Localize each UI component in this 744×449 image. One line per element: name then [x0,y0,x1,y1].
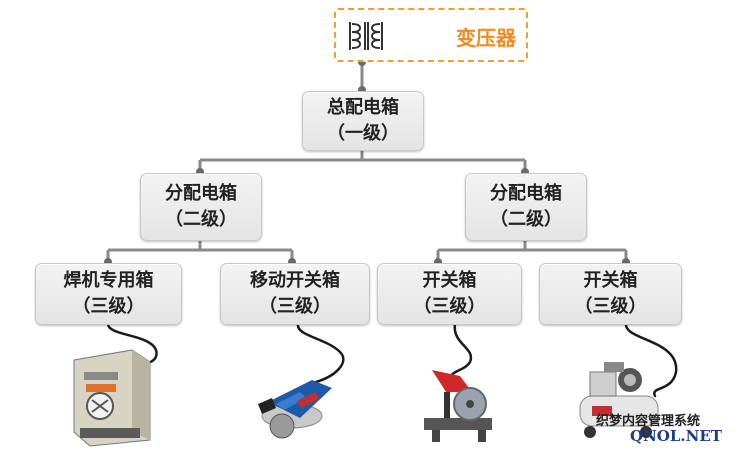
node-level: （二级） [490,209,562,230]
transformer-coil-icon [349,22,383,50]
node-name: 开关箱 [422,270,477,291]
mobile-switch-box: 移动开关箱 （三级） [220,263,370,325]
sub-distribution-box-right: 分配电箱 （二级） [465,173,587,241]
node-name: 开关箱 [583,270,638,291]
node-level: （二级） [165,209,237,230]
sub-distribution-box-left: 分配电箱 （二级） [140,173,262,241]
node-level: （三级） [413,296,486,317]
main-distribution-box: 总配电箱 （一级） [302,91,424,151]
air-compressor-icon [579,362,659,438]
transformer-label: 变压器 [456,26,516,50]
node-name: 总配电箱 [327,97,399,118]
power-tool-icon [258,380,332,439]
watermark-site: QNOL.NET [630,427,722,445]
welder-switch-box: 焊机专用箱 （三级） [35,263,182,325]
node-level: （三级） [72,296,145,317]
node-name: 分配电箱 [490,183,562,204]
node-level: （一级） [327,123,399,144]
node-name: 移动开关箱 [250,270,340,291]
node-level: （三级） [574,296,647,317]
node-level: （三级） [259,296,331,317]
node-name: 分配电箱 [165,183,237,204]
switch-box-right: 开关箱 （三级） [539,263,682,325]
transformer-box: 变压器 [334,8,528,62]
node-name: 焊机专用箱 [63,270,154,291]
cutting-machine-icon [424,370,492,442]
switch-box-left: 开关箱 （三级） [377,263,522,325]
watermark-text: 织梦内容管理系统 [596,414,701,429]
welding-machine-icon [73,349,151,447]
